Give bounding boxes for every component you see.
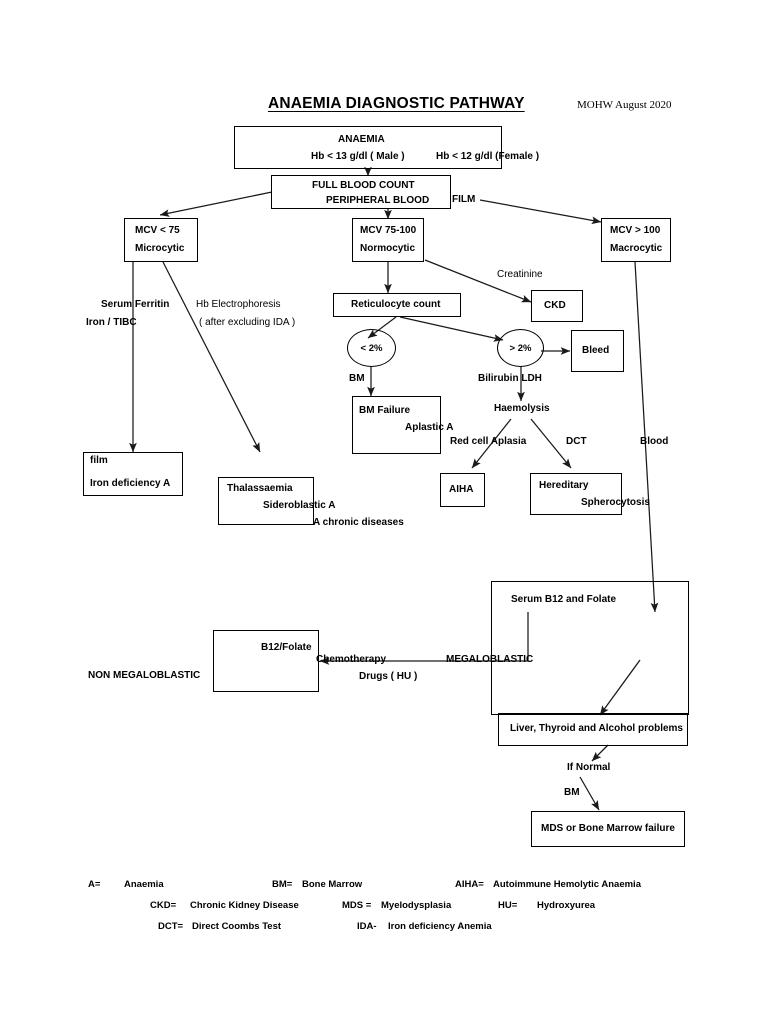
node-normocytic-line2: Normocytic: [360, 243, 416, 254]
legend-abbr-5: HU=: [498, 900, 518, 911]
label-hb-electrophoresis: Hb Electrophoresis: [196, 299, 281, 310]
node-fbc-line1: FULL BLOOD COUNT: [312, 180, 415, 191]
node-normocytic[interactable]: MCV 75-100 Normocytic: [352, 218, 424, 262]
label-drugs-hu: Drugs ( HU ): [359, 671, 418, 682]
node-bleed[interactable]: Bleed: [571, 330, 624, 372]
legend-abbr-6: DCT=: [158, 921, 184, 932]
edge-microcytic-to-thalassaemia: [162, 261, 261, 453]
legend-meaning-2: Autoimmune Hemolytic Anaemia: [493, 879, 641, 890]
label-bm-bottom: BM: [564, 787, 580, 798]
node-microcytic-line1: MCV < 75: [135, 225, 180, 236]
node-ckd[interactable]: CKD: [531, 290, 583, 322]
node-fbc-line2: PERIPHERAL BLOOD: [326, 195, 430, 206]
node-ckd-label: CKD: [544, 300, 566, 311]
edge-reticulocyte-to-high: [399, 316, 504, 342]
node-thalassaemia-line1: Thalassaemia: [227, 483, 293, 494]
node-megaloblastic: MEGALOBLASTIC: [446, 654, 534, 665]
node-reticulocyte-count[interactable]: Reticulocyte count: [333, 293, 461, 317]
label-bm-left: BM: [349, 373, 365, 384]
legend-meaning-3: Chronic Kidney Disease: [190, 900, 299, 911]
edge-liver-thyroid-if-normal: [591, 744, 609, 762]
node-reticulocyte-label: Reticulocyte count: [351, 299, 441, 310]
node-macrocytic-line1: MCV > 100: [610, 225, 661, 236]
node-bleed-label: Bleed: [582, 345, 610, 356]
node-macrocytic-line2: Macrocytic: [610, 243, 663, 254]
node-retic-high-label: > 2%: [509, 342, 532, 354]
node-serum-b12-label: Serum B12 and Folate: [511, 594, 617, 605]
legend-abbr-4: MDS =: [342, 900, 372, 911]
legend-meaning-0: Anaemia: [124, 879, 164, 890]
legend-abbr-0: A=: [88, 879, 101, 890]
node-mds-label: MDS or Bone Marrow failure: [541, 823, 675, 834]
node-liver-thyroid-alcohol[interactable]: Liver, Thyroid and Alcohol problems: [498, 713, 688, 746]
node-b12-folate[interactable]: B12/Folate: [213, 630, 319, 692]
page-title: ANAEMIA DIAGNOSTIC PATHWAY: [268, 95, 525, 112]
node-aiha-label: AIHA: [449, 484, 474, 495]
legend-meaning-1: Bone Marrow: [302, 879, 363, 890]
edge-fbc-to-microcytic: [159, 191, 273, 217]
node-anaemia-line3: Hb < 12 g/dl (Female ): [436, 151, 540, 162]
label-serum-ferritin: Serum Ferritin: [101, 299, 170, 310]
node-haemolysis[interactable]: Haemolysis: [494, 403, 550, 414]
node-mds-bone-marrow-failure[interactable]: MDS or Bone Marrow failure: [531, 811, 685, 847]
legend-meaning-4: Myelodysplasia: [381, 900, 452, 911]
node-thalassaemia-line3: A chronic diseases: [313, 517, 404, 528]
node-anaemia[interactable]: ANAEMIA Hb < 13 g/dl ( Male ) Hb < 12 g/…: [234, 126, 539, 169]
label-chemotherapy: Chemotherapy: [316, 654, 387, 665]
node-retic-high[interactable]: > 2%: [497, 329, 544, 367]
legend-meaning-6: Direct Coombs Test: [192, 921, 282, 932]
node-retic-low[interactable]: < 2%: [347, 329, 396, 367]
node-hereditary-spherocytosis[interactable]: Hereditary Spherocytosis: [530, 473, 650, 515]
node-thalassaemia[interactable]: Thalassaemia Sideroblastic A A chronic d…: [218, 477, 404, 528]
node-iron-deficiency[interactable]: film Iron deficiency A: [83, 452, 183, 496]
node-non-megaloblastic: NON MEGALOBLASTIC: [88, 670, 201, 681]
legend-meaning-5: Hydroxyurea: [537, 900, 596, 911]
node-macrocytic[interactable]: MCV > 100 Macrocytic: [601, 218, 671, 262]
node-fbc-line3-film: FILM: [452, 194, 476, 205]
label-iron-tibc: Iron / TIBC: [86, 317, 137, 328]
edge-fbc-to-macrocytic: [479, 199, 602, 225]
node-full-blood-count[interactable]: FULL BLOOD COUNT PERIPHERAL BLOOD: [271, 175, 451, 209]
node-hereditary-line1: Hereditary: [539, 480, 589, 491]
node-serum-b12-folate[interactable]: Serum B12 and Folate: [491, 581, 689, 715]
label-after-excluding-ida: ( after excluding IDA ): [199, 317, 296, 328]
label-dct: DCT: [566, 436, 587, 447]
node-retic-low-label: < 2%: [360, 342, 383, 354]
legend-abbr-1: BM=: [272, 879, 293, 890]
legend-abbr-3: CKD=: [150, 900, 177, 911]
node-bm-failure-line2: Aplastic A: [405, 422, 454, 433]
legend-meaning-7: Iron deficiency Anemia: [388, 921, 492, 932]
label-bilirubin-ldh: Bilirubin LDH: [478, 373, 542, 384]
legend-abbr-2: AIHA=: [455, 879, 484, 890]
node-aiha[interactable]: AIHA: [440, 473, 485, 507]
node-hereditary-line2: Spherocytosis: [581, 497, 650, 508]
label-red-cell-aplasia: Red cell Aplasia: [450, 436, 527, 447]
node-microcytic-line2: Microcytic: [135, 243, 185, 254]
edge-haemolysis-to-hereditary: [530, 418, 572, 469]
node-thalassaemia-line2: Sideroblastic A: [263, 500, 336, 511]
label-blood: Blood: [640, 436, 669, 447]
node-microcytic[interactable]: MCV < 75 Microcytic: [124, 218, 198, 262]
legend-abbr-7: IDA-: [357, 921, 377, 932]
node-iron-deficiency-line2: Iron deficiency A: [90, 478, 171, 489]
node-bm-failure-line1: BM Failure: [359, 405, 411, 416]
edge-if-normal-to-mds: [579, 776, 600, 811]
source-stamp: MOHW August 2020: [577, 99, 672, 111]
node-bm-failure[interactable]: BM Failure Aplastic A: [352, 396, 454, 454]
node-liver-thyroid-label: Liver, Thyroid and Alcohol problems: [510, 723, 683, 734]
node-anaemia-line2: Hb < 13 g/dl ( Male ): [311, 151, 405, 162]
node-normocytic-line1: MCV 75-100: [360, 225, 417, 236]
node-b12-folate-label: B12/Folate: [261, 642, 312, 653]
label-creatinine: Creatinine: [497, 269, 543, 280]
node-iron-deficiency-line1: film: [90, 455, 108, 466]
node-anaemia-line1: ANAEMIA: [338, 134, 385, 145]
label-if-normal: If Normal: [567, 762, 611, 773]
